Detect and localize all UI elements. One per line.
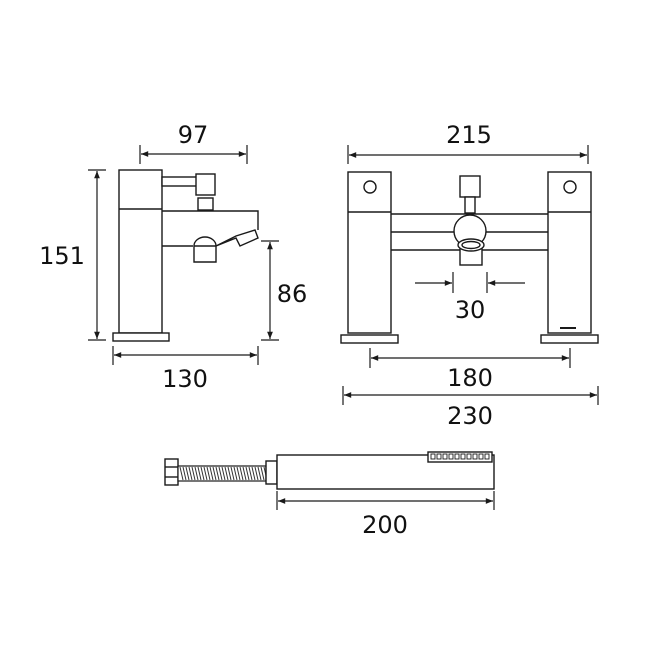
spray-nozzle [430,453,436,460]
dimension-97: 97 [139,121,248,164]
dimension-label-151: 151 [39,242,85,270]
spray-nozzle [460,453,466,460]
dimension-130: 130 [112,346,259,393]
dimension-label-97: 97 [178,121,209,149]
dimension-label-30: 30 [455,296,486,324]
dimension-label-200: 200 [362,511,408,539]
dimension-label-180: 180 [447,364,493,392]
spray-nozzle [478,453,484,460]
front-view-tap [340,171,599,344]
dimension-180: 180 [369,348,571,392]
dimension-label-230: 230 [447,402,493,430]
spray-nozzle [436,453,442,460]
shower-handset [164,451,495,490]
dimension-label-86: 86 [277,280,308,308]
dimension-215: 215 [347,121,589,164]
dimension-230: 230 [342,386,599,430]
dimension-86: 86 [261,240,308,341]
spray-nozzle [442,453,448,460]
side-view-tap [112,169,259,342]
dimension-label-215: 215 [446,121,492,149]
dimension-151: 151 [39,169,106,341]
dimension-30: 30 [415,272,525,324]
dimension-label-130: 130 [162,365,208,393]
spray-nozzle [454,453,460,460]
spray-nozzle [466,453,472,460]
dimension-200: 200 [276,491,495,539]
spray-nozzle [448,453,454,460]
spray-nozzle [472,453,478,460]
spray-nozzle [484,453,490,460]
